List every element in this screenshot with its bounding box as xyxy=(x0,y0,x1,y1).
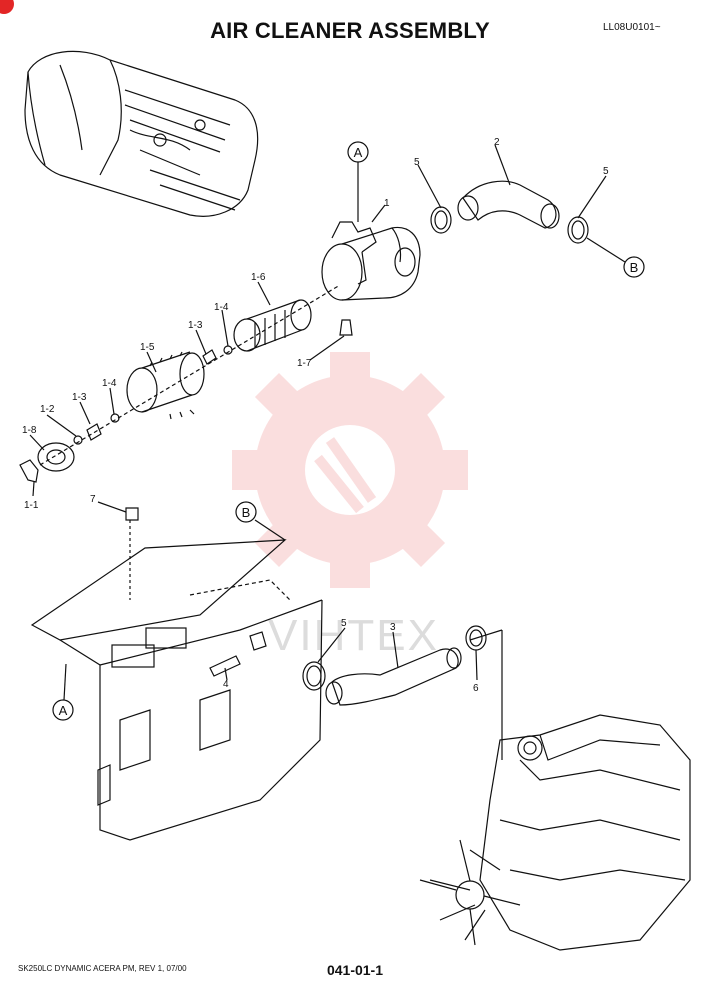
part-label-3: 3 xyxy=(390,622,396,633)
part-label-1-5: 1-5 xyxy=(140,342,155,353)
part-label-1-4-lower: 1-4 xyxy=(102,378,117,389)
sensor-4 xyxy=(209,655,241,677)
engine-illustration xyxy=(419,714,691,951)
clamp-5-mid xyxy=(302,661,326,691)
callout-b-right: B xyxy=(623,256,645,278)
nut-1-2 xyxy=(73,435,83,445)
part-label-2: 2 xyxy=(494,137,500,148)
watermark-gear-icon xyxy=(232,352,468,588)
part-label-1-6: 1-6 xyxy=(251,272,266,283)
part-label-1-2: 1-2 xyxy=(40,404,55,415)
part-label-4: 4 xyxy=(223,679,229,690)
callout-a-left-label: A xyxy=(59,703,68,718)
part-label-1-7: 1-7 xyxy=(297,358,312,369)
callout-b-mid-label: B xyxy=(242,505,251,520)
part-label-1-8: 1-8 xyxy=(22,425,37,436)
cab-assembly-illustration xyxy=(24,50,259,217)
model-revision: SK250LC DYNAMIC ACERA PM, REV 1, 07/00 xyxy=(18,964,187,973)
part-label-1-3-lower: 1-3 xyxy=(72,392,87,403)
page-title: AIR CLEANER ASSEMBLY xyxy=(210,18,490,43)
air-cleaner-housing xyxy=(321,221,421,336)
watermark-text: VIHTEX xyxy=(268,611,439,660)
part-label-6: 6 xyxy=(473,683,479,694)
serial-code: LL08U0101~ xyxy=(603,22,661,33)
line-art xyxy=(19,50,691,951)
filter-element-1-6 xyxy=(233,299,312,352)
bolt-7 xyxy=(125,507,139,521)
part-label-1: 1 xyxy=(384,198,390,209)
wing-nut-1-3-upper xyxy=(202,349,217,365)
callout-a-top-label: A xyxy=(354,145,363,160)
part-label-5-mid: 5 xyxy=(341,618,347,629)
wing-nut-1-3-lower xyxy=(86,423,102,441)
callout-a-top: A xyxy=(347,141,369,163)
end-cap-1-8 xyxy=(37,442,75,472)
page-number: 041-01-1 xyxy=(326,962,384,978)
hose-2 xyxy=(457,180,560,229)
valve-1-1 xyxy=(19,459,39,483)
corner-badge xyxy=(0,0,14,14)
callout-a-left: A xyxy=(52,699,74,721)
filter-element-1-5 xyxy=(126,351,205,420)
part-label-1-1: 1-1 xyxy=(24,500,39,511)
part-label-5-top-left: 5 xyxy=(414,157,420,168)
mounting-frame xyxy=(30,539,323,841)
washer-1-4-lower xyxy=(110,413,120,423)
callout-b-right-label: B xyxy=(630,260,639,275)
part-label-5-top-right: 5 xyxy=(603,166,609,177)
part-label-1-3-upper: 1-3 xyxy=(188,320,203,331)
part-label-7: 7 xyxy=(90,494,96,505)
callout-b-mid: B xyxy=(235,501,257,523)
hose-3 xyxy=(325,647,462,706)
part-label-1-4-upper: 1-4 xyxy=(214,302,229,313)
